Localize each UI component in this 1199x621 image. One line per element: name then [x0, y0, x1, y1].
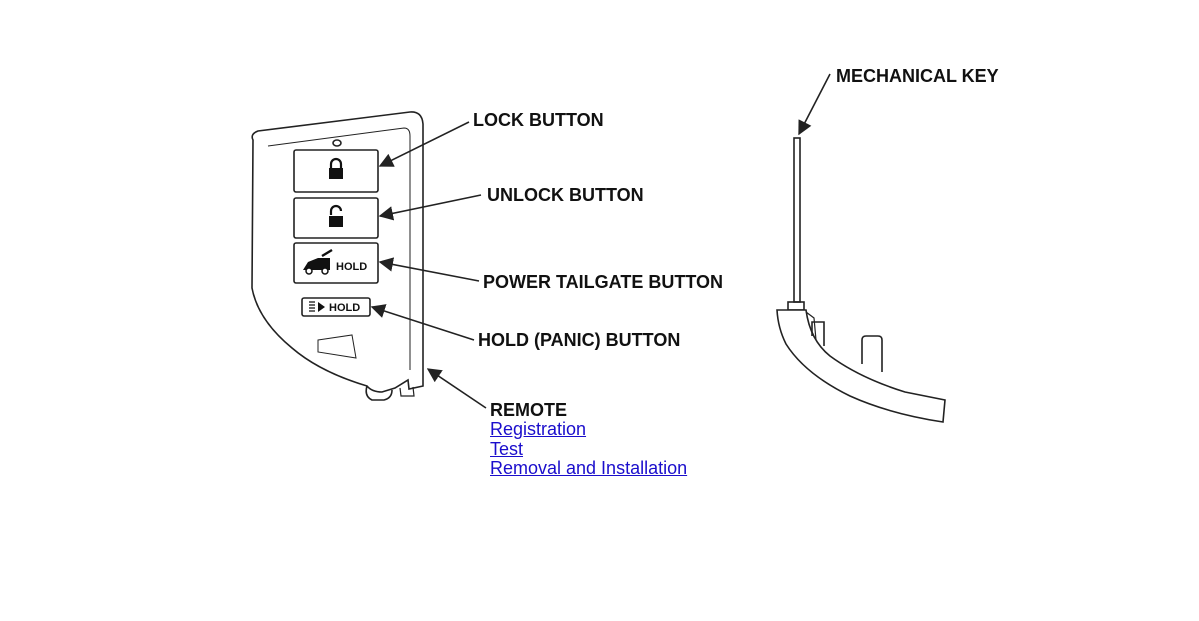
unlock-button-label: UNLOCK BUTTON [487, 185, 644, 205]
mechanical-key-label: MECHANICAL KEY [836, 66, 999, 86]
horn-light-icon [309, 301, 325, 312]
remote-fob [251, 111, 424, 401]
panic-button[interactable] [301, 297, 371, 317]
lock-button[interactable] [293, 149, 379, 193]
closed-padlock-icon [329, 157, 343, 179]
panic-hold-text: HOLD [329, 302, 360, 314]
panic-button-label: HOLD (PANIC) BUTTON [478, 330, 681, 350]
test-link[interactable]: Test [490, 438, 524, 459]
lock-leader [378, 121, 470, 167]
tailgate-leader [378, 257, 480, 282]
removal-installation-link[interactable]: Removal and Installation [490, 458, 688, 478]
remote-label: REMOTE [490, 400, 568, 420]
remote-links: Registration Test Removal and Installati… [490, 419, 688, 479]
tailgate-button-label: POWER TAILGATE BUTTON [483, 272, 723, 292]
open-padlock-icon [329, 204, 343, 227]
suv-tailgate-icon [303, 248, 333, 275]
unlock-leader [378, 194, 482, 221]
tailgate-hold-text: HOLD [336, 261, 367, 273]
remote-leader [426, 368, 487, 409]
unlock-button[interactable] [293, 197, 379, 239]
mechanical-key-leader [798, 73, 831, 136]
leader-lines [370, 73, 831, 409]
lock-button-label: LOCK BUTTON [473, 110, 604, 130]
registration-link[interactable]: Registration [490, 419, 587, 439]
mechanical-key [776, 137, 946, 423]
panic-leader [370, 304, 475, 341]
tailgate-button[interactable] [293, 242, 379, 284]
